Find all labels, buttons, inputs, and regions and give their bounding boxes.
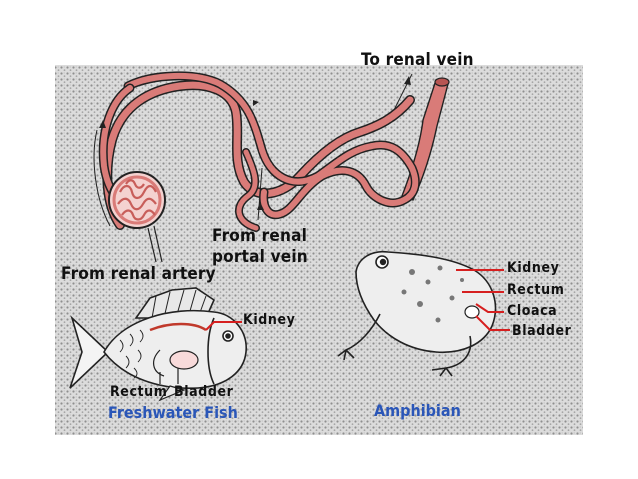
flow-arrow — [99, 120, 106, 128]
peritubular-capillary — [93, 129, 111, 227]
frog-pupil — [379, 258, 387, 266]
bowmans-capsule-inner — [112, 175, 162, 225]
fish-scales — [119, 329, 144, 379]
fish-pelvic-fin — [158, 385, 186, 402]
nephron-diagram — [93, 71, 450, 263]
tubule-twist-fill — [236, 149, 259, 231]
tubule-fill — [103, 81, 414, 229]
fish-tail — [69, 315, 110, 389]
fish-intestine — [153, 349, 165, 377]
frog-bladder — [464, 305, 480, 319]
tubule-loop-fill — [125, 73, 419, 218]
flow-arrow — [257, 202, 264, 210]
label-fish-rectum: Rectum — [110, 384, 168, 400]
label-fish-bladder: Bladder — [174, 384, 234, 400]
frog-pointers — [456, 269, 510, 331]
portal-vein-line — [257, 167, 263, 221]
frog-hind-leg — [431, 335, 472, 377]
fish-pupil — [225, 333, 231, 339]
fish-kidney — [149, 322, 207, 332]
frog-bladder-pointer — [475, 315, 510, 331]
fish-bladder — [169, 350, 199, 370]
freshwater-fish — [69, 287, 247, 402]
frog-front-leg — [337, 313, 381, 361]
label-from-renal-artery: From renal artery — [61, 264, 216, 284]
amphibian-frog — [337, 250, 497, 377]
label-fish-kidney: Kidney — [243, 312, 296, 328]
frog-cloaca-pointer — [475, 303, 504, 313]
label-from-renal-line-1: From renal — [212, 226, 308, 246]
flow-arrow — [253, 100, 259, 106]
glomerulus-capillaries — [117, 179, 157, 221]
caption-amphibian: Amphibian — [374, 401, 461, 420]
label-frog-cloaca: Cloaca — [507, 303, 558, 319]
renal-vein-opening — [434, 77, 450, 87]
frog-spots — [401, 265, 464, 323]
fish-kidney-pointer — [205, 321, 242, 331]
label-portal-vein-line-2: portal vein — [212, 247, 308, 267]
caption-freshwater-fish: Freshwater Fish — [108, 403, 238, 422]
stippled-background — [55, 65, 583, 435]
fish-pointers — [159, 321, 242, 384]
frog-body — [355, 250, 497, 354]
renal-artery-line — [147, 227, 157, 263]
label-to-renal-vein: To renal vein — [361, 50, 474, 70]
label-frog-kidney: Kidney — [507, 260, 560, 276]
renal-artery-line-2 — [153, 225, 163, 263]
label-frog-bladder: Bladder — [512, 323, 572, 339]
flow-arrows — [99, 76, 411, 210]
flow-arrow — [404, 76, 411, 85]
label-frog-rectum: Rectum — [507, 282, 565, 298]
